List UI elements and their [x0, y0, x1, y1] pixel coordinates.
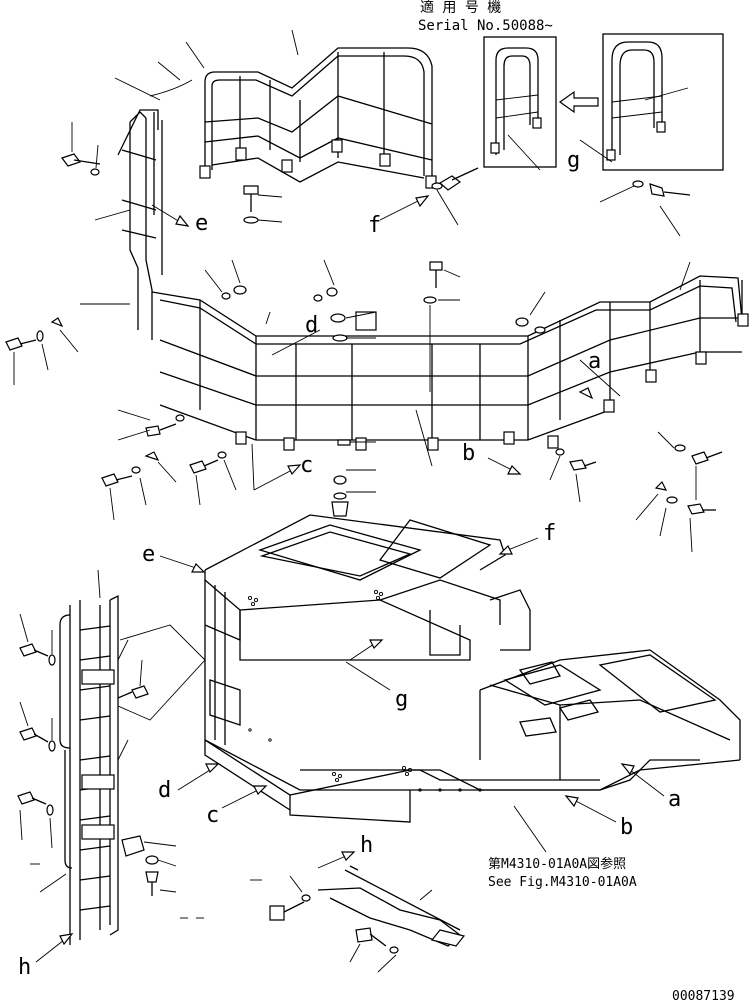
callout-letter-f-top: f — [368, 213, 381, 238]
deck-frame-assembly — [204, 514, 741, 823]
rear-handrail — [199, 29, 437, 189]
callout-letter-d-deck: d — [158, 778, 171, 803]
bolt-set-top — [61, 122, 691, 237]
reference-note-en: See Fig.M4310-01A0A — [488, 875, 637, 890]
drawing-number: 00087139 — [672, 989, 735, 1004]
handrail-variant-inset — [483, 33, 724, 171]
callout-letter-e-top: e — [195, 211, 208, 236]
callout-letter-b-deck: b — [620, 815, 633, 840]
callout-letter-d-top: d — [305, 313, 318, 338]
callout-letter-c-top: c — [300, 453, 313, 478]
callout-letter-b-top: b — [462, 441, 475, 466]
left-vertical-handrail — [94, 41, 205, 340]
callout-letter-g-deck: g — [395, 687, 408, 712]
front-main-handrail — [151, 261, 749, 467]
callout-letter-h-ladder: h — [18, 955, 31, 980]
callout-letter-a-deck: a — [668, 787, 681, 812]
callout-letter-e-deck: e — [142, 542, 155, 567]
step-bracket — [250, 851, 466, 973]
bolt-set-ladder — [17, 613, 204, 919]
callout-letter-f-deck: f — [543, 521, 556, 546]
callout-letter-a-top: a — [588, 349, 601, 374]
ladder-assembly — [39, 569, 206, 945]
reference-note-jp: 第M4310-01A0A図参照 — [488, 856, 626, 872]
callout-letter-h-bracket: h — [360, 833, 373, 858]
bolt-set-middle — [5, 259, 723, 553]
callout-letter-g: g — [567, 148, 580, 173]
callout-letter-c-deck: c — [206, 803, 219, 828]
applicable-models-label: 適 用 号 機 — [420, 0, 501, 16]
serial-number-label: Serial No.50088~ — [418, 18, 553, 34]
